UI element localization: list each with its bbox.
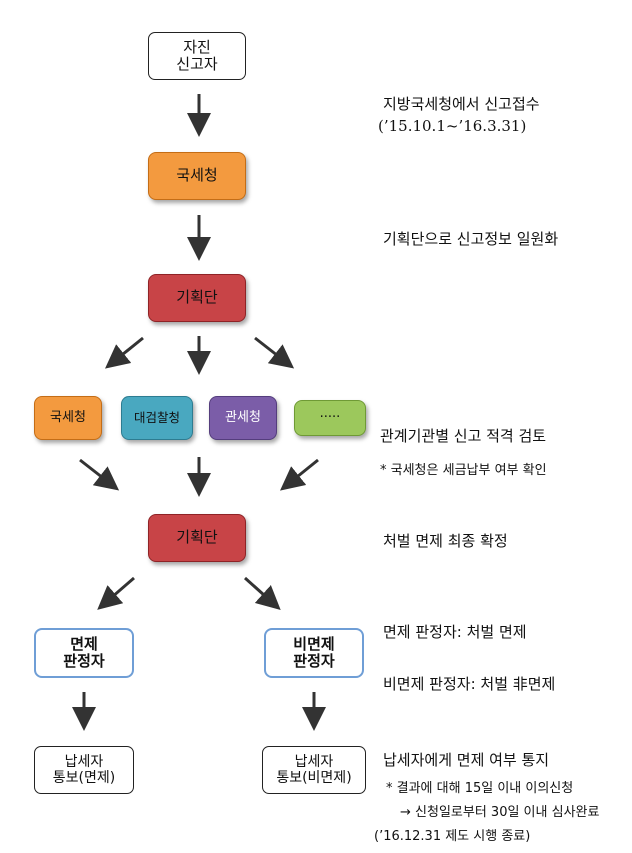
annotation-final: 처벌 면제 최종 확정 [383,532,508,550]
annotation-non-exempt: 비면제 판정자: 처벌 非면제 [383,675,556,693]
notify-non-exempt-line1: 납세자 [294,753,334,770]
planning-1-label: 기획단 [176,288,218,307]
annotation-unify: 기획단으로 신고정보 일원화 [383,230,559,248]
annotation-review-period: → 신청일로부터 30일 이내 심사완료 [400,805,600,820]
planning-box-1: 기획단 [148,274,246,322]
exempt-line1: 면제 [70,634,98,653]
annotation-end: (’16.12.31 제도 시행 종료) [374,829,531,844]
agency-nts-label: 국세청 [50,409,86,425]
non-exempt-box: 비면제 판정자 [264,628,364,678]
non-exempt-line2: 판정자 [293,652,335,670]
agency-customs-box: 관세청 [209,396,277,440]
agency-customs-label: 관세청 [225,409,261,425]
arrow-planning-to-non-exempt [243,576,281,611]
notify-exempt-box: 납세자 통보(면제) [34,746,134,794]
nts-top-label: 국세청 [176,166,218,185]
annotation-exempt: 면제 판정자: 처벌 면제 [383,623,527,641]
agency-prosecution-label: 대검찰청 [133,409,180,425]
nts-top-box: 국세청 [148,152,246,200]
planning-2-label: 기획단 [176,528,218,547]
notify-non-exempt-line2: 통보(비면제) [276,770,352,786]
arrow-nts-agency-to-planning [79,458,120,491]
self-reporter-line1: 자진 [183,37,211,56]
annotation-review-note: * 국세청은 세금납부 여부 확인 [380,463,547,478]
notify-exempt-line1: 납세자 [64,753,104,770]
agency-more-label: ····· [319,409,341,425]
arrow-planning-to-exempt [97,576,135,610]
annotation-review: 관계기관별 신고 적격 검토 [380,427,547,445]
arrow-more-to-planning [279,458,319,491]
agency-prosecution-box: 대검찰청 [121,396,193,440]
annotation-receipt: 지방국세청에서 신고접수 [383,95,540,113]
agency-more-box: ····· [294,400,366,436]
annotation-notify: 납세자에게 면제 여부 통지 [383,751,550,769]
non-exempt-line1: 비면제 [293,634,335,653]
self-reporter-line2: 신고자 [176,55,218,73]
planning-box-2: 기획단 [148,514,246,562]
self-reporter-box: 자진 신고자 [148,32,246,80]
exempt-box: 면제 판정자 [34,628,134,678]
annotation-objection: * 결과에 대해 15일 이내 이의신청 [386,781,574,796]
notify-non-exempt-box: 납세자 통보(비면제) [262,746,366,794]
agency-nts-box: 국세청 [34,396,102,440]
notify-exempt-line2: 통보(면제) [52,770,116,786]
annotation-receipt-period: (’15.10.1~’16.3.31) [378,117,527,135]
arrow-planning-to-nts-agency [104,336,144,369]
arrow-planning-to-customs [254,336,295,369]
exempt-line2: 판정자 [63,652,105,670]
